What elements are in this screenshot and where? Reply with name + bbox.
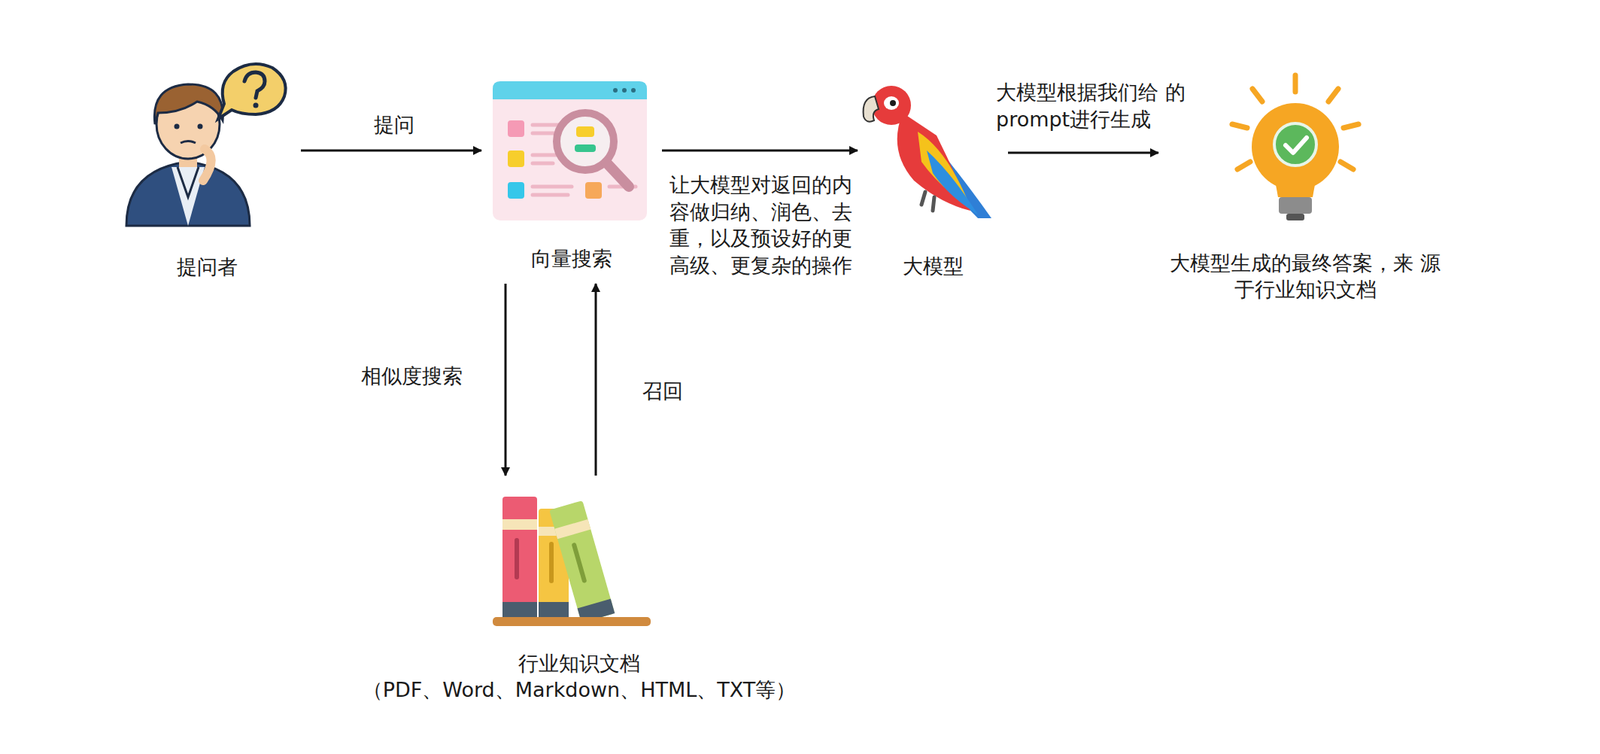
arrow-connector	[595, 283, 598, 476]
edge-label: 召回	[640, 377, 685, 405]
edge-label: 提问	[372, 111, 416, 139]
parrot-icon	[863, 85, 992, 219]
edge-label: 让大模型对返回的内 容做归纳、润色、去 重，以及预设好的更 高级、更复杂的操作	[667, 171, 871, 280]
diagram-node: 向量搜索	[481, 75, 662, 275]
node-label: 大模型	[902, 252, 964, 280]
node-label: 行业知识文档	[518, 649, 641, 677]
diagram-node: 提问者	[112, 52, 301, 286]
node-label: 向量搜索	[531, 245, 613, 272]
diagram-node: 行业知识文档（PDF、Word、Markdown、HTML、TXT等）	[338, 481, 820, 708]
search-icon	[492, 81, 647, 221]
diagram-node: 大模型	[857, 82, 1008, 283]
node-label: （PDF、Word、Markdown、HTML、TXT等）	[362, 676, 797, 703]
arrow-connector	[300, 149, 482, 152]
arrow-connector	[661, 149, 858, 152]
bulb-icon	[1232, 75, 1359, 221]
diagram-node: 大模型生成的最终答案，来 源于行业知识文档	[1158, 67, 1452, 309]
edge-label: 相似度搜索	[359, 362, 465, 390]
person-icon	[126, 63, 286, 226]
arrow-connector	[504, 283, 508, 476]
books-icon	[492, 496, 651, 626]
node-label: 提问者	[176, 253, 238, 280]
edge-label: 大模型根据我们给 的prompt进行生成	[994, 78, 1190, 133]
arrow-connector	[1007, 151, 1159, 155]
node-label: 大模型生成的最终答案，来 源于行业知识文档	[1169, 249, 1441, 303]
